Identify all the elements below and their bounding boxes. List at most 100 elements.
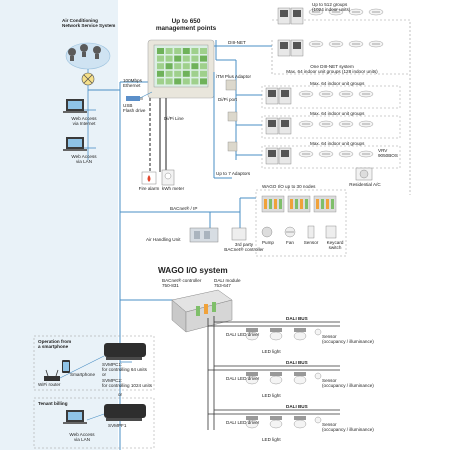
di-pi-line-label: Di/Pi Line (164, 116, 184, 121)
or-label: or (118, 392, 123, 397)
fire-alarm-label: Fire alarm (138, 186, 160, 191)
wago-node-icon (313, 195, 337, 213)
outdoor-unit-icon (278, 117, 292, 135)
outdoor-unit-icon (278, 147, 292, 165)
wago-node-icon (287, 195, 311, 213)
screen-tile (182, 78, 190, 85)
svmpf-label: SVMPF1 (108, 423, 127, 428)
screen-tile (174, 48, 182, 54)
led-light-icon (293, 372, 307, 385)
ahu-label: Air Handling Unit (146, 237, 181, 242)
outdoor-unit-icon (265, 87, 279, 105)
pump-icon (261, 226, 273, 238)
bacnet-ip-label: BACnet® / IP (170, 206, 198, 211)
screen-tile (165, 48, 173, 54)
web-access-internet-label: Web Access via Internet (71, 116, 97, 127)
indoor-unit-icon (358, 150, 374, 158)
indoor-unit-icon (348, 40, 364, 48)
dali-sensor-icon (314, 372, 322, 380)
dali-rows (208, 321, 340, 429)
indoor-unit-icon (328, 40, 344, 48)
led-light-icon (293, 416, 307, 429)
led-light-icon (269, 416, 283, 429)
indoor-unit-icon (318, 90, 334, 98)
dali-driver-label-1: DALI LED driver (226, 332, 260, 337)
screen-tile (174, 70, 182, 77)
svmpc-box-icon (104, 343, 146, 360)
itm-plus-label: iTM Plus Adaptor (216, 74, 251, 79)
outdoor-unit-icon (277, 39, 291, 57)
screen-tile (157, 70, 164, 77)
screen-tile (157, 48, 164, 54)
dali-sensor-label-1: Sensor (occupancy / illuminance) (322, 334, 374, 345)
bacnet-controller-label: BACnet® controller 750-831 (162, 278, 202, 289)
kwh-meter-label: kWh meter (161, 186, 185, 191)
screen-tile (191, 48, 199, 54)
screen-tile (174, 55, 182, 62)
screen-tile (157, 63, 164, 70)
adaptors-label: Up to 7 Adaptors (216, 171, 251, 176)
router-icon (81, 72, 95, 86)
indoor-unit-icon (308, 40, 324, 48)
outdoor-units (265, 7, 304, 165)
left-panel-title: Air Conditioning Network Service System (62, 18, 116, 29)
indoor-unit-icon (368, 40, 384, 48)
max64-label-a: Max. 64 indoor unit groups (310, 81, 365, 86)
wifi-router-icon (44, 369, 60, 381)
network-cloud-icon (65, 42, 111, 70)
smartphone-section-title: Operation from a smartphone (38, 339, 72, 350)
outdoor-unit-icon (278, 87, 292, 105)
led-light-label-2: LED light (262, 393, 281, 398)
usb-drive-icon (126, 96, 143, 101)
indoor-unit-icon (318, 150, 334, 158)
residential-ac-icon (355, 167, 373, 181)
residential-ac-label: Residential A/C (349, 182, 381, 187)
third-party-controller-icon (231, 227, 247, 241)
di-net-label: DIII-NET (228, 40, 246, 45)
dali-sensor-label-2: Sensor (occupancy / illuminance) (322, 378, 374, 389)
web-access-lan-label: Web Access via LAN (71, 154, 97, 165)
groups-512-label: Up to 512 groups (1024 indoor units) (312, 2, 351, 13)
indoor-unit-icon (328, 8, 344, 16)
keycard-label: Keycard switch (326, 240, 344, 251)
indoor-unit-icon (298, 90, 314, 98)
indoor-unit-icon (338, 150, 354, 158)
screen-tile (182, 55, 190, 62)
wago-io-nodes (261, 195, 337, 213)
indoor-unit-icon (358, 120, 374, 128)
max64-label-b: Max. 64 indoor unit groups (310, 111, 365, 116)
indoor-unit-icon (298, 120, 314, 128)
fan-icon (284, 226, 296, 238)
wago-node-icon (261, 195, 285, 213)
fire-alarm-icon (141, 171, 157, 185)
dali-sensor-icon (314, 416, 322, 424)
screen-tile (191, 63, 199, 70)
outdoor-unit-icon (290, 39, 304, 57)
dali-driver-label-2: DALI LED driver (226, 376, 260, 381)
screen-tile (200, 70, 207, 77)
wago-system-title: WAGO I/O system (158, 266, 228, 275)
ethernet-label: 100Mbps Ethernet (123, 78, 142, 89)
led-light-icon (269, 372, 283, 385)
svmpf-box-icon (104, 404, 146, 421)
screen-tile (191, 70, 199, 77)
itm-plus-adaptor-icons (225, 79, 238, 152)
led-light-icon (245, 416, 259, 429)
one-di-net-label: One DIII-NET system Max. 64 indoor unit … (286, 64, 378, 75)
screen-tile (200, 55, 207, 62)
screen-tile (157, 78, 164, 85)
third-party-label: 3rd party BACnet® controller (224, 242, 264, 253)
outdoor-unit-icon (265, 147, 279, 165)
led-light-icon (245, 328, 259, 341)
led-light-label-3: LED light (262, 437, 281, 442)
laptop-icon-tenant (63, 410, 87, 424)
dali-bus-label-3: DALI BUS (286, 404, 308, 409)
indoor-unit-icon (348, 8, 364, 16)
screen-tile (191, 78, 199, 85)
di-port-label: Di/Pi port (218, 97, 237, 102)
svmpc1-label: SVMPC1: for controlling 64 units or (102, 362, 147, 378)
dali-bus-label-1: DALI BUS (286, 316, 308, 321)
screen-tile (165, 55, 173, 62)
vrv-unit-label: VRV 9050BOS (378, 148, 398, 159)
